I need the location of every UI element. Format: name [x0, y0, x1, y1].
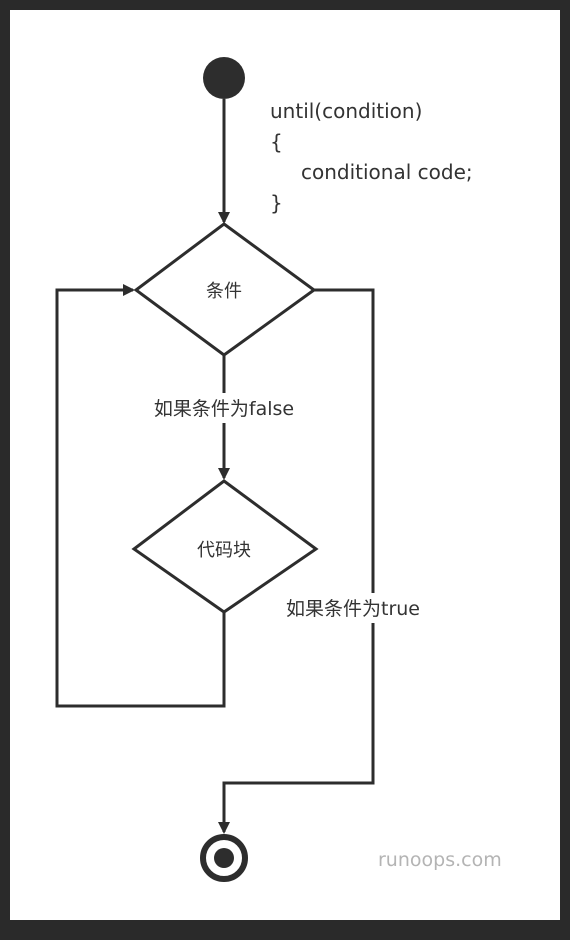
- condition-label: 条件: [206, 281, 242, 302]
- edge-loop-back: [55, 284, 226, 708]
- code-line-4: }: [270, 191, 283, 215]
- code-line-1: until(condition): [270, 99, 422, 123]
- code-line-3: conditional code;: [301, 160, 473, 184]
- code-line-2: {: [270, 130, 283, 154]
- false-edge-label: 如果条件为false: [154, 398, 294, 420]
- true-edge-label: 如果条件为true: [286, 598, 420, 620]
- diagram-canvas: [10, 10, 560, 920]
- watermark: runoops.com: [378, 849, 502, 871]
- start-node: [203, 57, 245, 99]
- true-label-bg: [284, 593, 460, 623]
- false-label-bg: [134, 393, 314, 423]
- code-block-label: 代码块: [197, 540, 251, 561]
- edge-condition-to-end: [218, 288, 375, 834]
- end-node-inner: [214, 848, 234, 868]
